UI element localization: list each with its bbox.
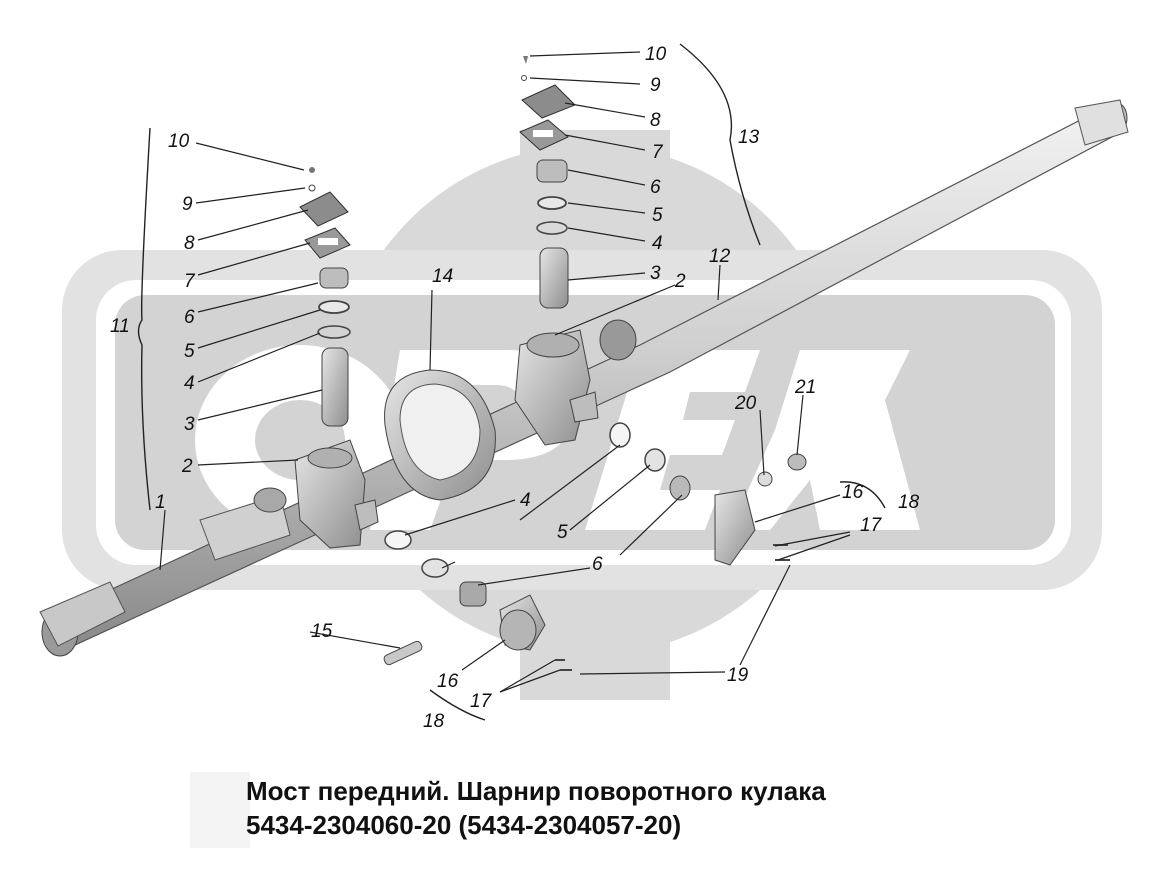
group-brackets: [137, 43, 886, 721]
callout-11: 11: [110, 316, 130, 337]
callout-6-right: 6: [650, 177, 661, 198]
callout-2-right: 2: [674, 271, 686, 292]
callout-4-left: 4: [184, 373, 195, 394]
callout-16-right: 16: [842, 482, 864, 503]
lever-arms: [499, 489, 756, 651]
callout-5-right: 5: [652, 205, 663, 226]
caption-title: Мост передний. Шарнир поворотного кулака: [246, 776, 826, 806]
left-kingpin-stack: [299, 167, 351, 427]
callout-4-right: 4: [652, 233, 663, 254]
callout-6-left: 6: [184, 307, 195, 328]
boot-ring: [384, 369, 496, 501]
callout-3-right: 3: [650, 263, 661, 284]
callout-12: 12: [709, 246, 731, 267]
callout-13: 13: [738, 127, 760, 148]
callout-8-right: 8: [650, 110, 661, 131]
callout-16-lower: 16: [437, 671, 459, 692]
callout-19: 19: [727, 665, 749, 686]
left-knuckle-housing: [199, 439, 379, 561]
callout-6-lower: 6: [592, 554, 603, 575]
callout-8-left: 8: [184, 233, 195, 254]
diagram-caption: Мост передний. Шарнир поворотного кулака…: [246, 774, 826, 842]
callout-9-right: 9: [650, 75, 661, 96]
callout-5-lower: 5: [557, 522, 568, 543]
caption-background: [190, 772, 250, 848]
loose-rings: [384, 422, 807, 607]
callout-3-left: 3: [184, 414, 195, 435]
callout-7-left: 7: [184, 271, 196, 292]
callout-1: 1: [155, 492, 166, 513]
callout-17-lower: 17: [470, 691, 493, 712]
caption-part-numbers: 5434-2304060-20 (5434-2304057-20): [246, 810, 682, 840]
right-knuckle-housing: [514, 319, 637, 446]
callout-10-right: 10: [645, 44, 667, 65]
callout-5-left: 5: [184, 341, 195, 362]
right-kingpin-stack: [519, 56, 576, 309]
callout-17-right: 17: [860, 515, 883, 536]
callout-18-right: 18: [898, 492, 920, 513]
pins: [383, 544, 790, 671]
callout-15: 15: [311, 621, 333, 642]
callout-10-left: 10: [168, 131, 190, 152]
callout-18-lower: 18: [423, 711, 445, 732]
callout-9-left: 9: [182, 194, 193, 215]
callout-4-lower: 4: [520, 490, 531, 511]
callout-20: 20: [734, 393, 757, 414]
callout-14: 14: [432, 266, 453, 287]
callout-labels: 1 2 2 3 3 4 4 4 5 5 5 6 6 6 7 7 8 8 9 9 …: [110, 44, 920, 732]
callout-21: 21: [794, 377, 816, 398]
leader-lines: [159, 51, 851, 693]
diagram-canvas: 1 2 2 3 3 4 4 4 5 5 5 6 6 6 7 7 8 8 9 9 …: [39, 43, 1129, 732]
callout-7-right: 7: [652, 142, 664, 163]
callout-2-left: 2: [181, 456, 193, 477]
